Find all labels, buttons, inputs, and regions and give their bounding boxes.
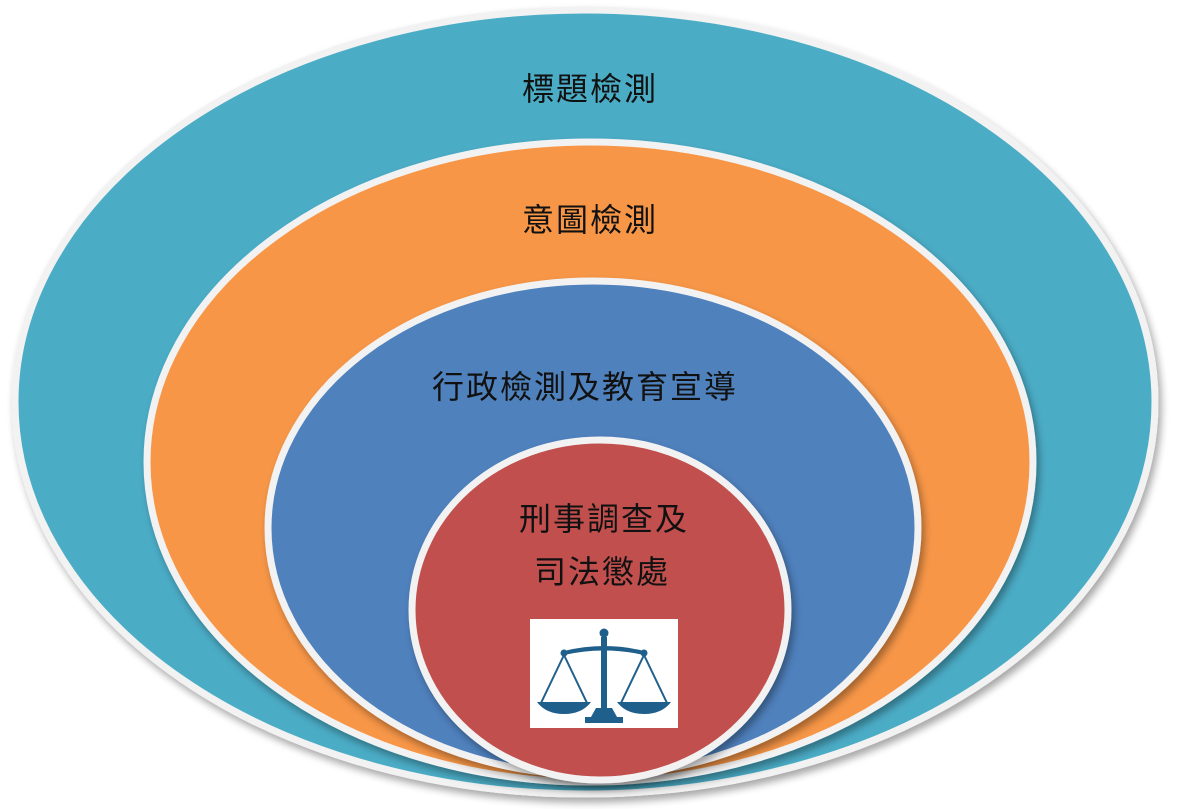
layer-core-shape [408,436,792,784]
layer-core-label-line2: 司法懲處 [534,553,670,591]
layer-second-label: 意圖檢測 [522,201,658,239]
layer-core [408,436,792,784]
scale-drawing [537,628,671,723]
layer-outer-label: 標題檢測 [522,70,658,108]
balance-scale-icon [530,619,678,728]
layer-third-label: 行政檢測及教育宣導 [432,368,738,406]
layer-core-label-line1: 刑事調查及 [519,500,689,538]
